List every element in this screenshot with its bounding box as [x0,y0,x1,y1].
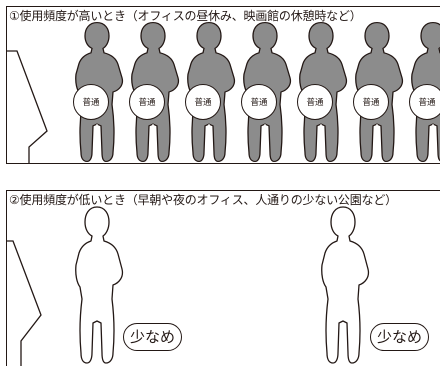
low-usage-panel: ②使用頻度が低いとき（早朝や夜のオフィス、人通りの少ない公園など） 少なめ 少な… [6,190,440,366]
door-icon [7,240,42,366]
normal-volume-badge: 普通 [241,84,277,120]
panel-caption: ②使用頻度が低いとき（早朝や夜のオフィス、人通りの少ない公園など） [9,193,397,207]
person-outline-2 [313,203,373,366]
panel-caption: ①使用頻度が高いとき（オフィスの昼休み、映画館の休憩時など） [9,9,362,23]
low-volume-bubble: 少なめ [370,323,430,351]
normal-volume-badge: 普通 [409,84,440,120]
normal-volume-badge: 普通 [297,84,333,120]
door-icon [7,50,48,163]
high-usage-panel: ①使用頻度が高いとき（オフィスの昼休み、映画館の休憩時など） 普通普通普通普通普… [6,6,440,164]
queue: 普通普通普通普通普通普通普通 [7,7,440,163]
person-outline-1 [67,203,127,366]
normal-volume-badge: 普通 [353,84,389,120]
normal-volume-badge: 普通 [185,84,221,120]
normal-volume-badge: 普通 [73,84,109,120]
normal-volume-badge: 普通 [129,84,165,120]
low-volume-bubble: 少なめ [123,323,183,351]
